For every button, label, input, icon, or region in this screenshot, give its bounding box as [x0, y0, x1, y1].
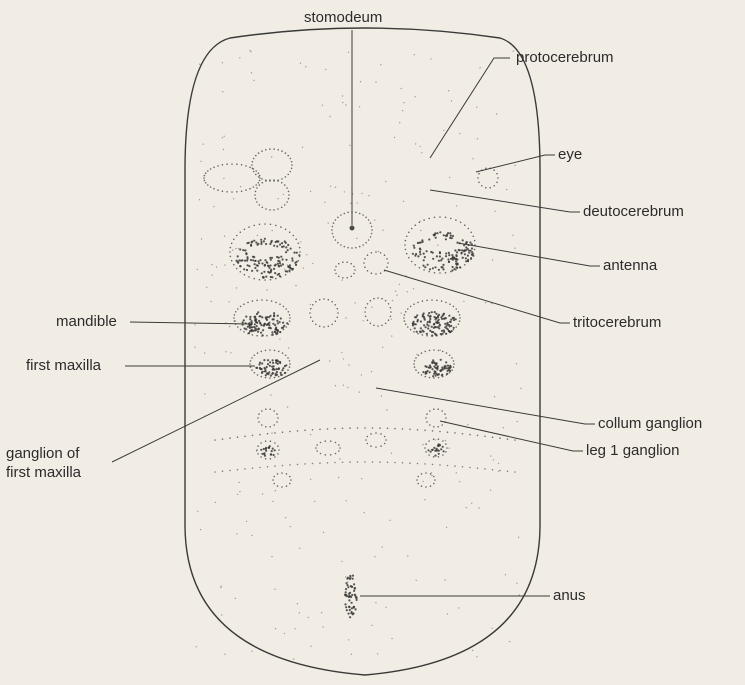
- label-mandible: mandible: [56, 313, 117, 331]
- label-anus: anus: [553, 587, 586, 605]
- label-ganglion-of-first-maxilla-line1: ganglion of: [6, 445, 79, 463]
- label-tritocerebrum: tritocerebrum: [573, 314, 661, 332]
- label-ganglion-of-first-maxilla-line2: first maxilla: [6, 464, 81, 482]
- leader-antenna: [458, 243, 600, 266]
- label-first-maxilla: first maxilla: [26, 357, 101, 375]
- label-antenna: antenna: [603, 257, 657, 275]
- label-collum-ganglion: collum ganglion: [598, 415, 702, 433]
- embryo-outline: [185, 28, 540, 675]
- label-stomodeum: stomodeum: [304, 9, 382, 27]
- label-leg-1-ganglion: leg 1 ganglion: [586, 442, 679, 460]
- label-protocerebrum: protocerebrum: [516, 49, 614, 67]
- leader-collum-ganglion: [376, 388, 595, 424]
- stipple-dots: [194, 50, 521, 660]
- leader-mandible: [130, 322, 250, 324]
- leader-tritocerebrum: [384, 270, 570, 323]
- leader-leg-1-ganglion: [440, 421, 583, 451]
- label-deutocerebrum: deutocerebrum: [583, 203, 684, 221]
- leader-protocerebrum: [430, 58, 510, 158]
- leader-deutocerebrum: [430, 190, 580, 212]
- label-eye: eye: [558, 146, 582, 164]
- leader-ganglion-of-first-maxilla: [112, 360, 320, 462]
- leader-eye: [476, 155, 555, 172]
